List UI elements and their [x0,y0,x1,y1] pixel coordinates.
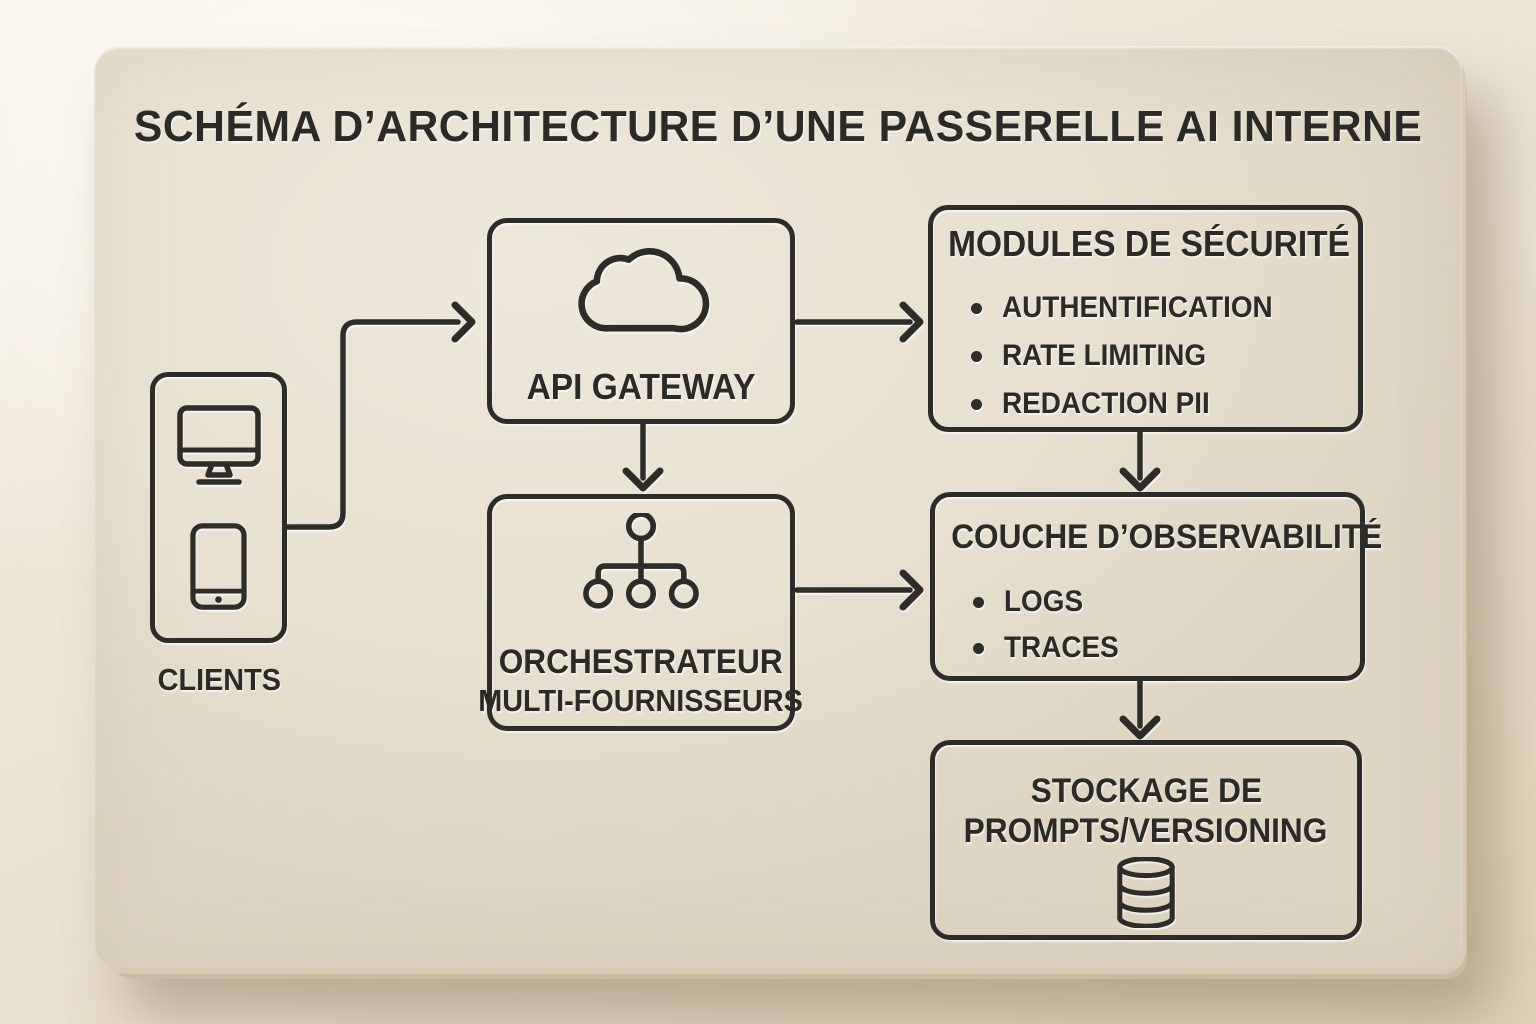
observability-title: COUCHE D’OBSERVABILITÉ [935,517,1382,557]
page-title-text: SCHÉMA D’ARCHITECTURE D’UNE PASSERELLE A… [133,102,1423,151]
page-title: SCHÉMA D’ARCHITECTURE D’UNE PASSERELLE A… [94,102,1462,152]
diagram-board: SCHÉMA D’ARCHITECTURE D’UNE PASSERELLE A… [94,46,1462,968]
list-item-text: RATE LIMITING [1002,339,1207,372]
hierarchy-icon [583,513,699,609]
orchestrator-label-line2: MULTI-FOURNISSEURS [466,683,815,719]
clients-label: CLIENTS [134,662,304,698]
list-item: LOGS [973,579,1360,625]
storage-label-line2: PROMPTS/VERSIONING [950,811,1341,851]
smartphone-icon [190,523,247,610]
list-item-text: REDACTION PII [1002,387,1210,420]
observability-title-text: COUCHE D’OBSERVABILITÉ [951,518,1383,556]
security-title: MODULES DE SÉCURITÉ [933,224,1358,264]
list-item: REDACTION PII [971,380,1358,428]
bullet-icon [973,642,984,654]
node-security-modules: MODULES DE SÉCURITÉ AUTHENTIFICATION RAT… [928,205,1363,432]
desktop-icon [176,405,261,485]
api-gateway-label-text: API GATEWAY [526,366,756,407]
node-orchestrator: ORCHESTRATEUR MULTI-FOURNISSEURS [479,494,803,731]
diagram: SCHÉMA D’ARCHITECTURE D’UNE PASSERELLE A… [94,46,1462,968]
arrowhead-orchestrator-to-observability [899,569,924,611]
storage-label-line2-text: PROMPTS/VERSIONING [964,812,1328,850]
bullet-icon [971,398,982,410]
list-item-text: LOGS [1004,585,1084,618]
security-title-text: MODULES DE SÉCURITÉ [948,223,1350,264]
arrowhead-gateway-to-orchestrator [622,467,664,492]
storage-label-line1-text: STOCKAGE DE [1030,772,1262,810]
orchestrator-label-line1: ORCHESTRATEUR [488,643,793,681]
orchestrator-label-line1-text: ORCHESTRATEUR [499,643,783,681]
observability-list: LOGS TRACES [935,579,1360,671]
edge-clients-to-gateway [284,319,461,530]
clients-label-text: CLIENTS [157,662,281,697]
database-icon [1117,857,1175,928]
arrowhead-observability-to-storage [1119,715,1161,740]
api-gateway-label: API GATEWAY [518,367,764,407]
node-clients [150,372,287,643]
node-prompt-storage: STOCKAGE DE PROMPTS/VERSIONING [930,740,1362,940]
bullet-icon [973,596,984,608]
orchestrator-label-line2-text: MULTI-FOURNISSEURS [478,683,804,718]
arrowhead-security-to-observability [1119,467,1161,492]
connector-arrows [284,301,1161,740]
list-item-text: AUTHENTIFICATION [1002,291,1273,324]
bullet-icon [971,302,982,314]
list-item: RATE LIMITING [971,332,1358,380]
arrowhead-gateway-to-security [899,301,924,343]
list-item: AUTHENTIFICATION [971,284,1358,332]
arrowhead-clients-to-gateway [451,301,476,343]
node-observability: COUCHE D’OBSERVABILITÉ LOGS TRACES [930,492,1382,681]
list-item-text: TRACES [1004,631,1119,664]
cloud-icon [578,248,710,333]
security-list: AUTHENTIFICATION RATE LIMITING REDACTION… [933,284,1358,428]
list-item: TRACES [973,625,1360,671]
storage-label-line1: STOCKAGE DE [1022,771,1271,811]
bullet-icon [971,350,982,362]
node-api-gateway: API GATEWAY [487,218,795,424]
